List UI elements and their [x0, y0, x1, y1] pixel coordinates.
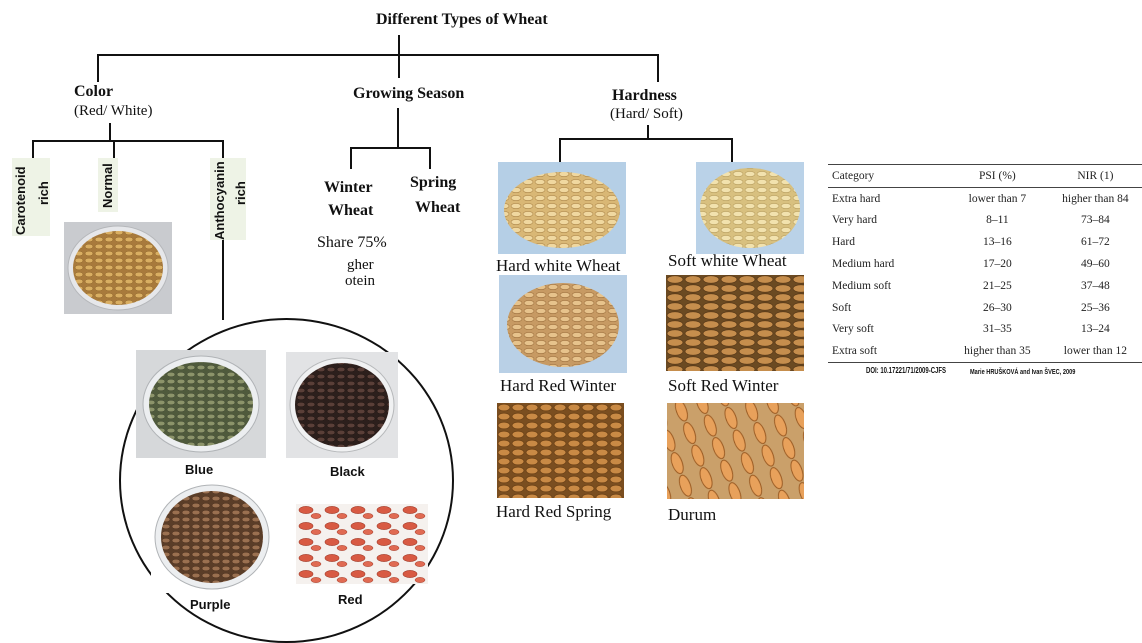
red-wheat-label: Red: [338, 592, 363, 607]
winter-wheat-label-line2: Wheat: [328, 202, 373, 220]
spring-drop-line: [429, 147, 431, 169]
table-row: Extra hard lower than 7 higher than 84: [828, 187, 1142, 209]
table-cell: higher than 35: [946, 340, 1049, 362]
diagram-title: Different Types of Wheat: [376, 11, 548, 29]
table-cell: lower than 12: [1049, 340, 1142, 362]
hardness-table: Category PSI (%) NIR (1) Extra hard lowe…: [828, 164, 1142, 363]
table-row: Soft 26–30 25–36: [828, 297, 1142, 319]
spring-wheat-label-line2: Wheat: [415, 199, 460, 217]
hardness-subtitle: (Hard/ Soft): [610, 106, 683, 123]
table-cell: 31–35: [946, 319, 1049, 341]
color-title: Color: [74, 83, 113, 101]
winter-share-text: Share 75%: [317, 234, 387, 252]
table-cell: 13–16: [946, 231, 1049, 253]
table-header-row: Category PSI (%) NIR (1): [828, 165, 1142, 188]
table-cell: Extra hard: [828, 187, 946, 209]
season-sub-branch-line: [350, 147, 431, 149]
hardness-sub-branch-line: [559, 138, 733, 140]
hard-white-wheat-photo: [498, 162, 626, 254]
branch-drop-season: [398, 54, 400, 78]
purple-wheat-label: Purple: [190, 597, 230, 612]
table-cell: 17–20: [946, 253, 1049, 275]
durum-label: Durum: [668, 505, 716, 525]
table-row: Very hard 8–11 73–84: [828, 210, 1142, 232]
spring-wheat-label-line1: Spring: [410, 174, 456, 192]
table-row: Extra soft higher than 35 lower than 12: [828, 340, 1142, 362]
table-cell: Medium soft: [828, 275, 946, 297]
table-cell: 13–24: [1049, 319, 1142, 341]
black-wheat-photo: [286, 352, 398, 458]
carotenoid-drop-line: [32, 140, 34, 160]
table-header-psi: PSI (%): [946, 165, 1049, 188]
branch-drop-color: [97, 54, 99, 82]
winter-partial-text-2: otein: [345, 273, 375, 290]
hard-red-spring-photo: [497, 403, 624, 498]
anthocyanin-label-line2: rich: [233, 181, 248, 205]
soft-red-winter-photo: [666, 275, 804, 371]
table-cell: Very soft: [828, 319, 946, 341]
carotenoid-label-line2: rich: [36, 181, 51, 205]
winter-drop-line: [350, 147, 352, 169]
color-drop-line: [109, 123, 111, 141]
table-cell: 73–84: [1049, 210, 1142, 232]
table-row: Medium soft 21–25 37–48: [828, 275, 1142, 297]
table-cell: Very hard: [828, 210, 946, 232]
season-drop-line: [397, 108, 399, 148]
hard-red-winter-photo: [499, 275, 627, 373]
normal-drop-line: [113, 140, 115, 160]
anthocyanin-drop-line: [222, 140, 224, 160]
table-cell: Hard: [828, 231, 946, 253]
top-branch-line: [97, 54, 659, 56]
table-cell: Medium hard: [828, 253, 946, 275]
hard-white-wheat-label: Hard white Wheat: [496, 256, 620, 276]
trunk-line: [398, 35, 400, 55]
table-cell: 37–48: [1049, 275, 1142, 297]
table-cell: 21–25: [946, 275, 1049, 297]
season-title: Growing Season: [353, 85, 464, 103]
anthocyanin-label-line1: Anthocyanin: [212, 161, 227, 240]
purple-wheat-photo: [151, 481, 273, 593]
table-cell: 49–60: [1049, 253, 1142, 275]
table-cell: 61–72: [1049, 231, 1142, 253]
table-row: Very soft 31–35 13–24: [828, 319, 1142, 341]
table-cell: higher than 84: [1049, 187, 1142, 209]
table-row: Hard 13–16 61–72: [828, 231, 1142, 253]
hardness-drop-line: [647, 125, 649, 139]
hard-red-winter-label: Hard Red Winter: [500, 376, 616, 396]
branch-drop-hardness: [657, 54, 659, 82]
soft-white-wheat-label: Soft white Wheat: [668, 251, 787, 271]
soft-red-winter-label: Soft Red Winter: [668, 376, 778, 396]
table-cell: 25–36: [1049, 297, 1142, 319]
blue-wheat-photo: [136, 350, 266, 458]
red-wheat-photo: [296, 504, 428, 584]
table-header-nir: NIR (1): [1049, 165, 1142, 188]
table-cell: lower than 7: [946, 187, 1049, 209]
anthocyanin-to-circle-line: [222, 240, 224, 320]
table-row: Medium hard 17–20 49–60: [828, 253, 1142, 275]
soft-white-wheat-photo: [696, 162, 804, 254]
normal-label: Normal: [100, 163, 115, 208]
normal-wheat-photo: [64, 222, 172, 314]
table-doi: DOI: 10.17221/71/2009-CJFS: [866, 366, 946, 375]
black-wheat-label: Black: [330, 464, 365, 479]
carotenoid-label-line1: Carotenoid: [13, 166, 28, 235]
table-authors: Marie HRUŠKOVÁ and Ivan ŠVEC, 2009: [970, 367, 1075, 376]
table-cell: 8–11: [946, 210, 1049, 232]
winter-partial-text-1: gher: [347, 257, 374, 274]
soft-drop-line: [731, 138, 733, 162]
table-cell: Soft: [828, 297, 946, 319]
winter-wheat-label-line1: Winter: [324, 179, 373, 197]
hard-red-spring-label: Hard Red Spring: [496, 502, 611, 522]
hardness-title: Hardness: [612, 87, 677, 105]
table-cell: 26–30: [946, 297, 1049, 319]
color-sub-branch-line: [32, 140, 224, 142]
color-subtitle: (Red/ White): [74, 103, 152, 120]
table-header-category: Category: [828, 165, 946, 188]
table-cell: Extra soft: [828, 340, 946, 362]
durum-photo: [667, 403, 804, 499]
blue-wheat-label: Blue: [185, 462, 213, 477]
hard-drop-line: [559, 138, 561, 162]
